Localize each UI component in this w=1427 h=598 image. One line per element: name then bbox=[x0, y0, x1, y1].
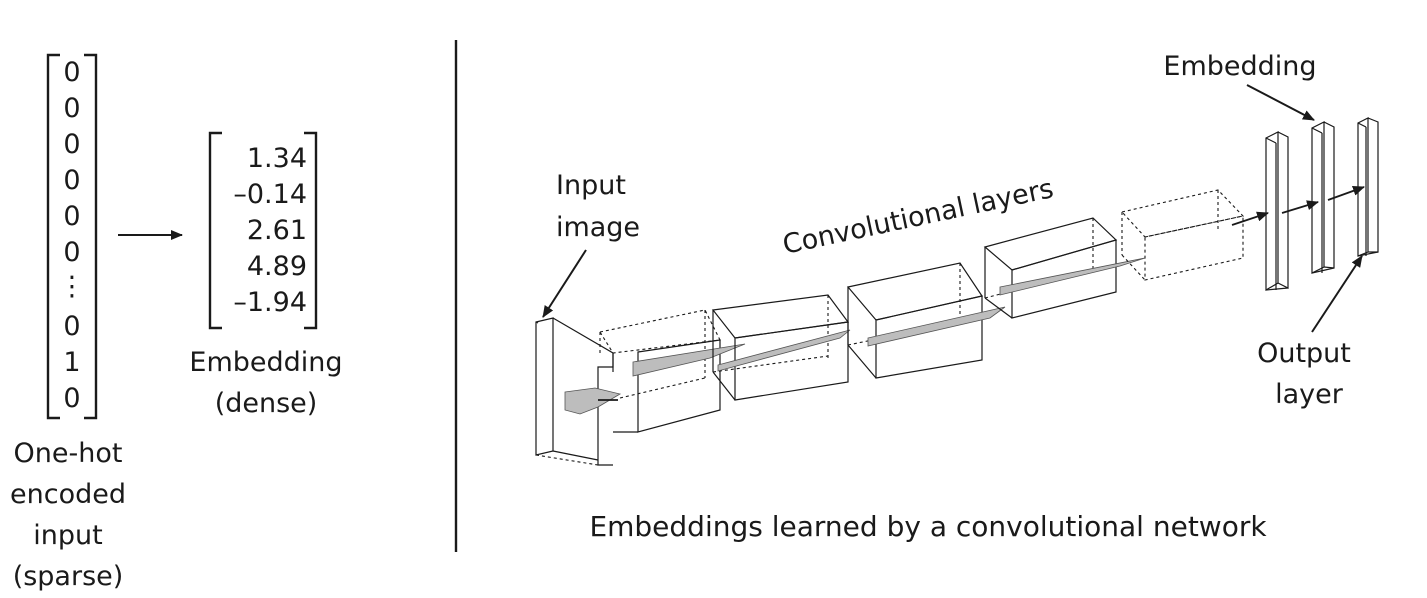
conv-block-3 bbox=[846, 262, 1006, 379]
one-hot-value: 0 bbox=[63, 201, 80, 232]
embedding-value: 1.34 bbox=[247, 143, 307, 174]
conv-layers-label: Convolutional layers bbox=[780, 173, 1056, 261]
one-hot-value: 0 bbox=[63, 57, 80, 88]
dense-layer-1 bbox=[1265, 131, 1289, 292]
one-hot-ellipsis: ⋮ bbox=[59, 271, 86, 302]
input-label-line: Input bbox=[556, 170, 626, 201]
input-label-line: image bbox=[556, 212, 640, 243]
output-layer-label: Output layer bbox=[1257, 338, 1351, 410]
embedding-value: 2.61 bbox=[247, 215, 307, 246]
conv-block-4 bbox=[983, 217, 1146, 319]
one-hot-value: 0 bbox=[63, 311, 80, 342]
input-label-arrow bbox=[542, 249, 587, 318]
embedding-right-bracket bbox=[304, 131, 318, 330]
one-hot-value: 0 bbox=[63, 165, 80, 196]
embedding-caption: Embedding (dense) bbox=[189, 347, 342, 419]
output-label-line: layer bbox=[1275, 379, 1344, 410]
one-hot-value: 0 bbox=[63, 129, 80, 160]
conv-block-5 bbox=[1120, 189, 1245, 281]
embedding-left-bracket bbox=[208, 131, 222, 330]
right-panel-caption: Embeddings learned by a convolutional ne… bbox=[589, 510, 1267, 543]
one-hot-caption-line: (sparse) bbox=[13, 561, 124, 592]
output-layer bbox=[1357, 117, 1379, 257]
output-label-arrow bbox=[1311, 255, 1363, 333]
one-hot-caption-line: encoded bbox=[10, 479, 126, 510]
embedding-layer bbox=[1311, 121, 1335, 274]
embedding-value: –1.94 bbox=[233, 287, 307, 318]
one-hot-caption-line: input bbox=[33, 520, 102, 551]
conv2-to-conv3-connection bbox=[717, 329, 851, 372]
conv4-to-conv5-connection bbox=[999, 257, 1146, 296]
conv-block-2 bbox=[711, 294, 851, 401]
embedding-layer-label: Embedding bbox=[1163, 51, 1316, 82]
one-hot-caption-line: One-hot bbox=[14, 438, 123, 469]
dense-embedding-vector: 1.34 –0.14 2.61 4.89 –1.94 bbox=[208, 131, 318, 330]
conv-to-dense-arrow bbox=[1231, 211, 1269, 226]
one-hot-left-bracket bbox=[46, 53, 60, 420]
one-hot-vector: 0 0 0 0 0 0 ⋮ 0 1 0 bbox=[46, 53, 98, 420]
embedding-value: 4.89 bbox=[247, 251, 307, 282]
one-hot-value: 0 bbox=[63, 93, 80, 124]
conv-block-1 bbox=[599, 309, 746, 433]
one-hot-value: 0 bbox=[63, 237, 80, 268]
conv3-to-conv4-connection bbox=[867, 306, 1006, 347]
embedding-label-arrow bbox=[1246, 84, 1315, 121]
input-receptive-field bbox=[564, 387, 622, 415]
input-image-label: Input image bbox=[556, 170, 640, 243]
one-hot-value: 0 bbox=[63, 383, 80, 414]
one-hot-value: 1 bbox=[63, 347, 80, 378]
conv1-to-conv2-connection bbox=[632, 343, 746, 377]
output-label-line: Output bbox=[1257, 338, 1351, 369]
input-image-slab bbox=[535, 317, 622, 466]
embedding-caption-line: Embedding bbox=[189, 347, 342, 378]
embedding-value: –0.14 bbox=[233, 179, 307, 210]
one-hot-right-bracket bbox=[84, 53, 98, 420]
embedding-caption-line: (dense) bbox=[215, 388, 318, 419]
one-hot-caption: One-hot encoded input (sparse) bbox=[10, 438, 126, 592]
